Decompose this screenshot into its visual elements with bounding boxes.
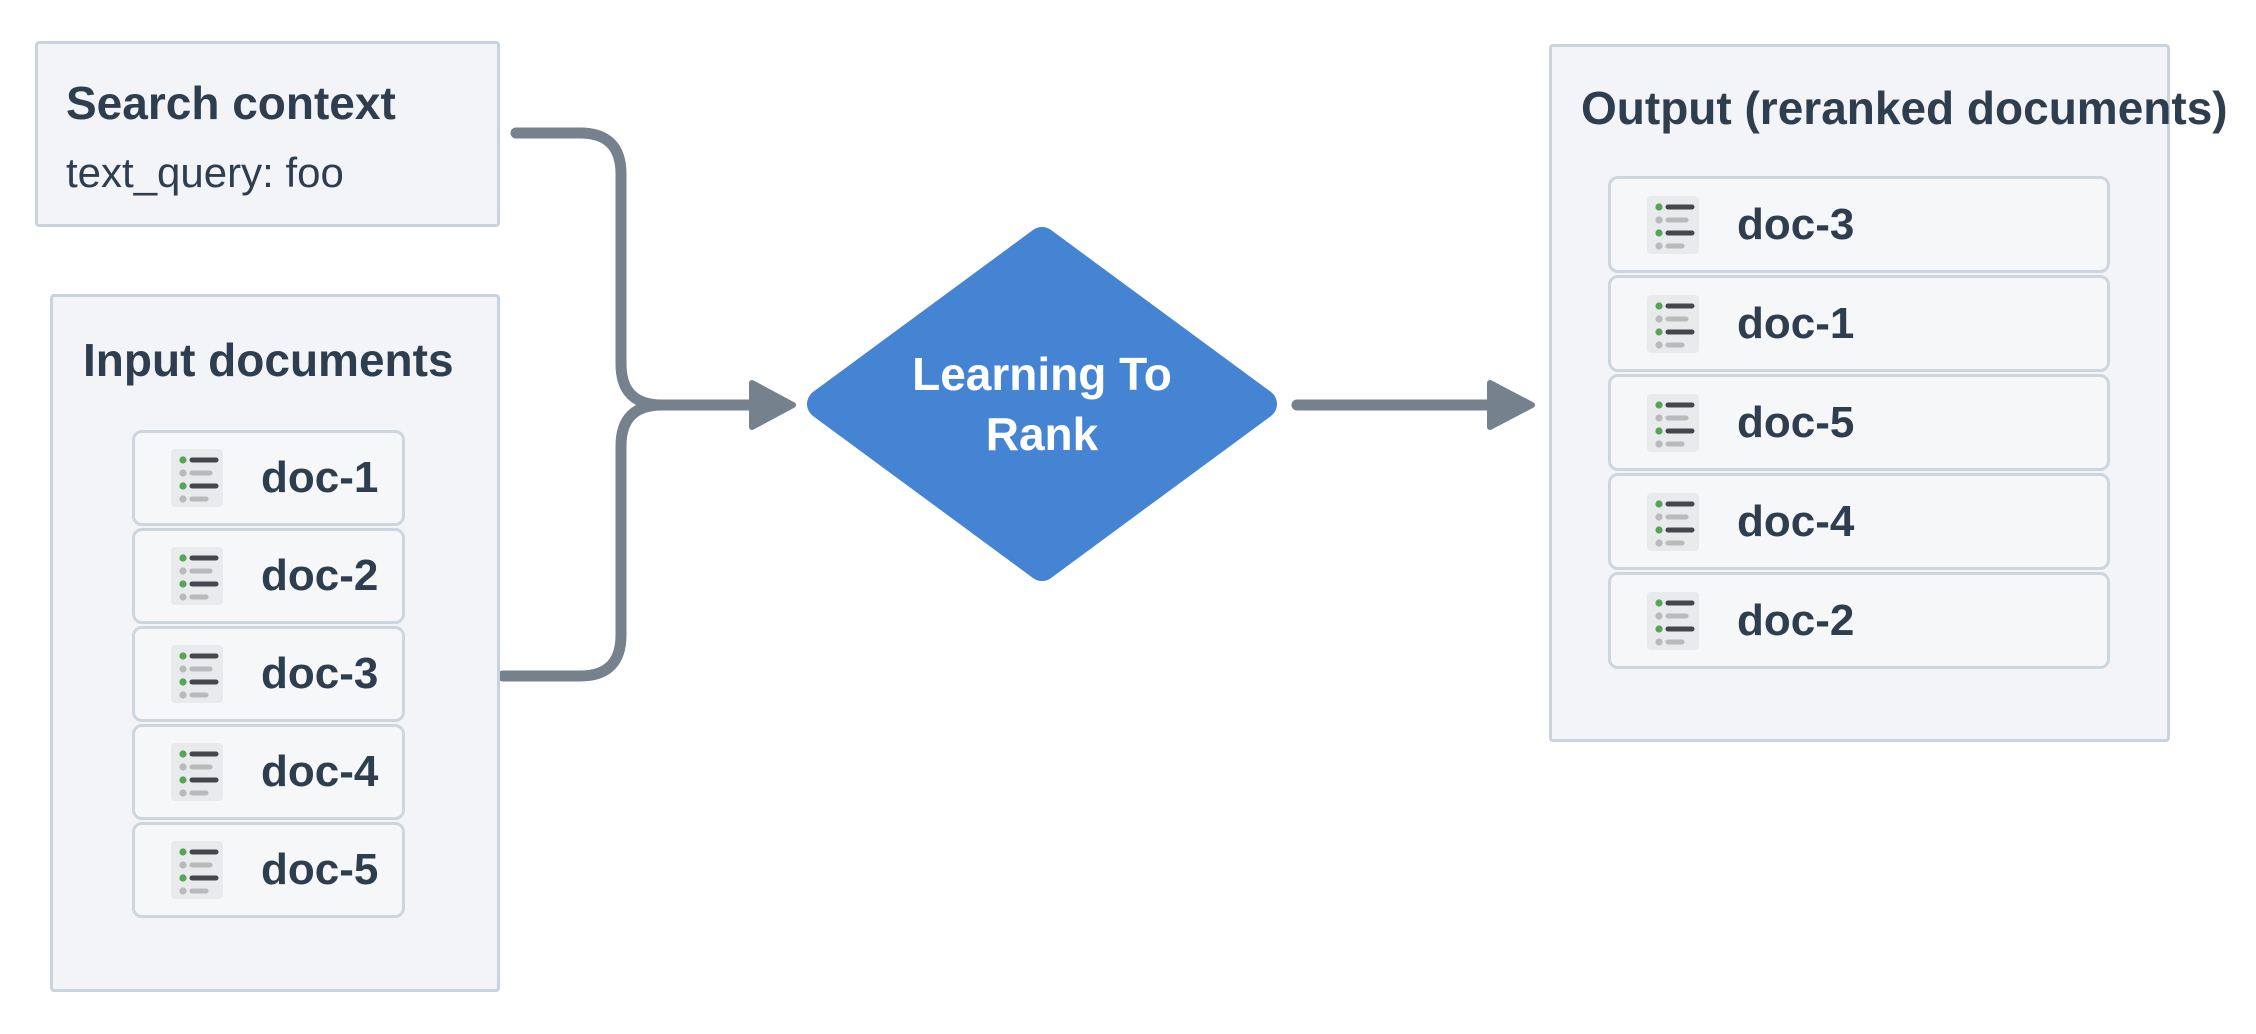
doc-label: doc-5 <box>1737 397 1855 447</box>
input-documents-box: Input documents doc-1 doc-2 doc-3 doc-4 … <box>50 294 500 992</box>
input-documents-title: Input documents <box>83 334 454 386</box>
process-diamond <box>807 227 1277 581</box>
doc-row: doc-3 <box>132 626 405 722</box>
doc-row: doc-5 <box>1608 374 2110 471</box>
document-list-icon <box>171 841 223 899</box>
doc-label: doc-4 <box>1737 496 1855 546</box>
doc-label: doc-2 <box>1737 595 1855 645</box>
search-context-query: text_query: foo <box>66 149 344 197</box>
doc-row: doc-3 <box>1608 176 2110 273</box>
doc-row: doc-4 <box>1608 473 2110 570</box>
search-context-box: Search context text_query: foo <box>35 41 500 227</box>
input-documents-list: doc-1 doc-2 doc-3 doc-4 doc-5 <box>132 430 405 918</box>
process-node-label: Learning To Rank <box>842 304 1242 504</box>
document-list-icon <box>1647 393 1699 452</box>
doc-label: doc-3 <box>1737 199 1855 249</box>
doc-label: doc-5 <box>261 845 379 894</box>
connector-input-to-merge <box>497 399 694 682</box>
document-list-icon <box>171 645 223 703</box>
doc-label: doc-1 <box>261 453 379 502</box>
arrow-process-to-output-head <box>1487 380 1535 430</box>
search-context-title: Search context <box>66 77 396 129</box>
document-list-icon <box>171 743 223 801</box>
process-label-line1: Learning To <box>912 348 1172 400</box>
output-documents-box: Output (reranked documents) doc-3 doc-1 … <box>1549 44 2228 742</box>
output-documents-title: Output (reranked documents) <box>1581 82 2228 134</box>
process-label-line2: Rank <box>985 408 1099 460</box>
doc-row: doc-4 <box>132 724 405 820</box>
doc-row: doc-1 <box>132 430 405 526</box>
doc-row: doc-2 <box>1608 572 2110 669</box>
doc-label: doc-3 <box>261 649 379 698</box>
doc-label: doc-1 <box>1737 298 1855 348</box>
document-list-icon <box>171 547 223 605</box>
doc-row: doc-1 <box>1608 275 2110 372</box>
doc-row: doc-2 <box>132 528 405 624</box>
document-list-icon <box>1647 591 1699 650</box>
document-list-icon <box>1647 294 1699 353</box>
doc-row: doc-5 <box>132 822 405 918</box>
output-documents-list: doc-3 doc-1 doc-5 doc-4 doc-2 <box>1608 176 2110 669</box>
doc-label: doc-2 <box>261 551 379 600</box>
document-list-icon <box>1647 492 1699 551</box>
arrow-merge-to-process-head <box>749 380 796 430</box>
document-list-icon <box>1647 195 1699 254</box>
connector-search-to-merge <box>510 127 694 411</box>
doc-label: doc-4 <box>261 747 379 796</box>
document-list-icon <box>171 449 223 507</box>
